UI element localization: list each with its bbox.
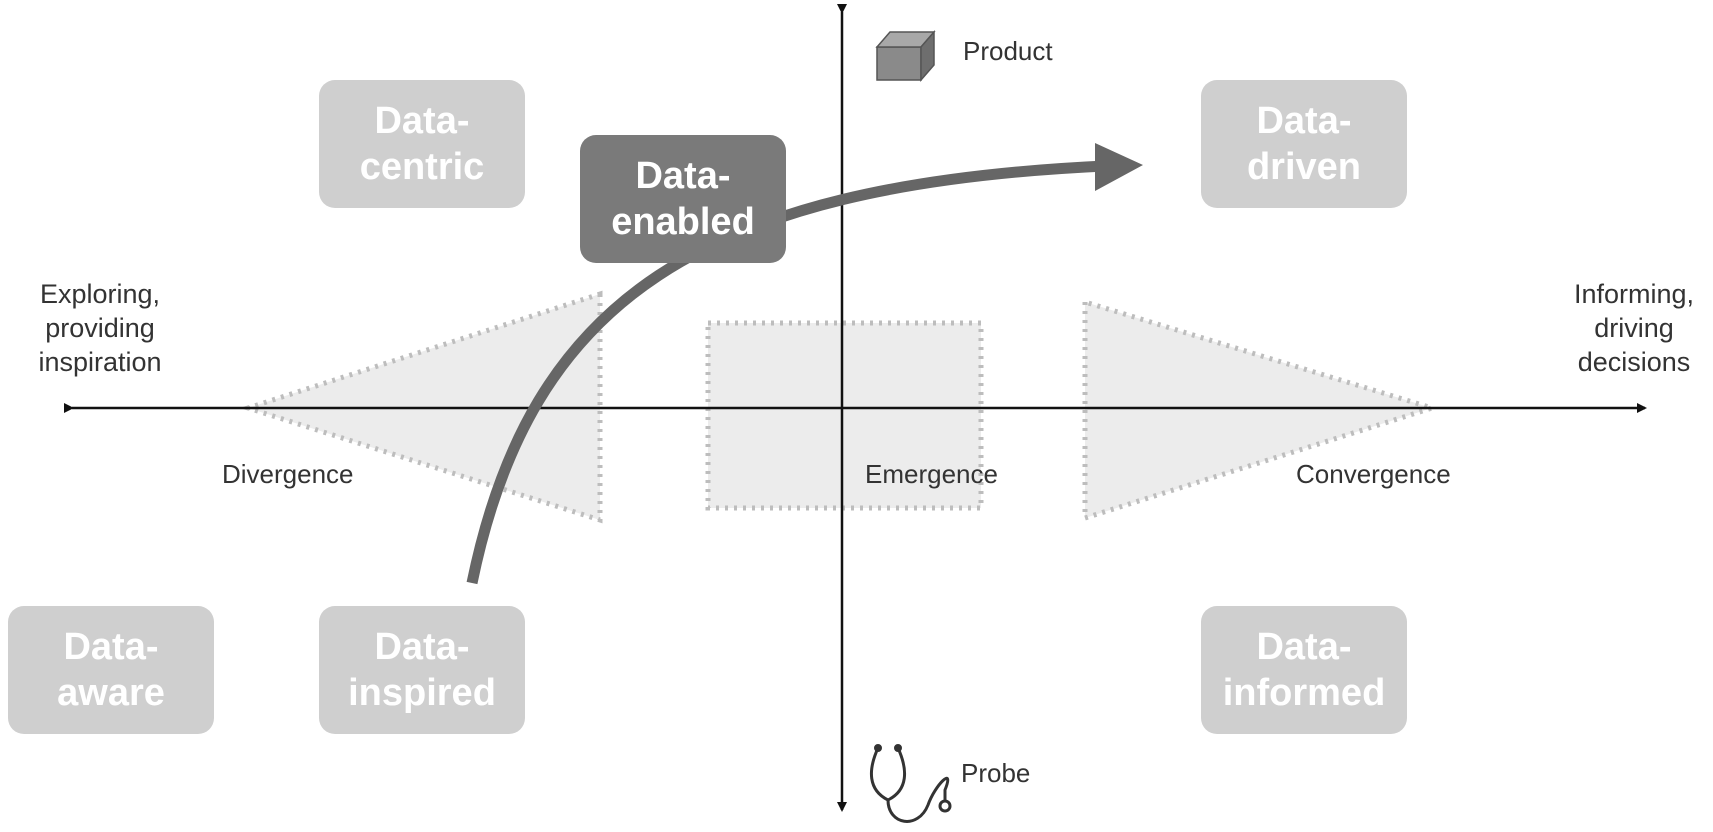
right-axis-line1: Informing, (1573, 279, 1695, 309)
bottom-axis-label: Probe (961, 758, 1031, 788)
data-inspired-box: Data- inspired (319, 606, 525, 734)
data-centric-line1: Data- (374, 100, 470, 142)
data-inspired-line1: Data- (374, 626, 470, 668)
data-informed-line1: Data- (1256, 626, 1352, 668)
data-informed-line2: informed (1222, 672, 1386, 714)
data-enabled-box: Data- enabled (580, 135, 786, 263)
data-informed-box: Data- informed (1201, 606, 1407, 734)
left-axis-line3: inspiration (38, 347, 162, 377)
data-centric-line2: centric (359, 146, 485, 188)
progression-arrow (466, 160, 1106, 585)
data-enabled-line2: enabled (611, 201, 755, 243)
data-inspired-line2: inspired (348, 672, 496, 714)
right-axis-label: Informing, driving decisions (1555, 277, 1713, 379)
right-axis-line2: driving (1594, 313, 1674, 343)
left-axis-line2: providing (45, 313, 155, 343)
right-axis-line3: decisions (1577, 347, 1691, 377)
data-aware-box: Data- aware (8, 606, 214, 734)
box-icon (875, 29, 936, 83)
stethoscope-icon (869, 744, 952, 823)
convergence-label: Convergence (1296, 459, 1451, 489)
data-enabled-line1: Data- (635, 155, 731, 197)
progression-arrowhead (1095, 143, 1143, 191)
data-aware-line2: aware (57, 672, 165, 714)
top-axis-label: Product (963, 36, 1053, 66)
data-driven-box: Data- driven (1201, 80, 1407, 208)
left-axis-line1: Exploring, (39, 279, 161, 309)
data-centric-box: Data- centric (319, 80, 525, 208)
data-driven-line1: Data- (1256, 100, 1352, 142)
divergence-label: Divergence (222, 459, 354, 489)
left-axis-label: Exploring, providing inspiration (20, 277, 180, 379)
data-driven-line2: driven (1246, 146, 1362, 188)
data-aware-line1: Data- (63, 626, 159, 668)
emergence-label: Emergence (865, 459, 998, 489)
